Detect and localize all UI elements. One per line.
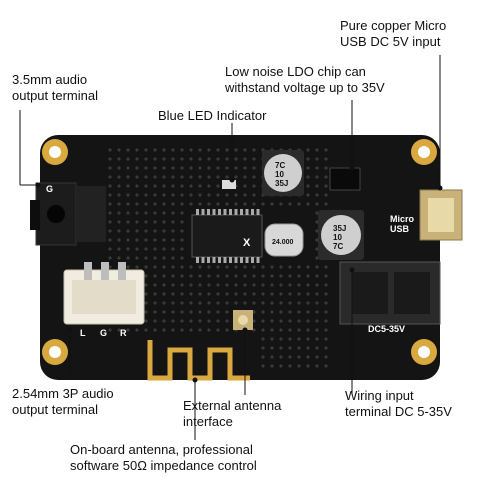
crystal-oscillator <box>264 223 304 257</box>
micro-usb-port <box>419 189 463 241</box>
ldo-chip <box>329 167 361 191</box>
crystal-label: 24.000 <box>272 239 294 246</box>
callout-blue-led: Blue LED Indicator <box>158 108 267 123</box>
onboard-antenna-trace <box>147 340 250 381</box>
capacitor-bottom <box>318 210 364 260</box>
mounting-pads <box>42 139 437 365</box>
silk-dc-label: DC5-35V <box>368 324 405 334</box>
silk-side-g: G <box>46 184 53 194</box>
audio-jack-3-5mm <box>30 182 106 246</box>
blue-led <box>222 180 236 189</box>
silk-pin-g: G <box>100 328 107 338</box>
dc-input-terminal <box>339 261 441 325</box>
via-grid <box>108 148 328 368</box>
connector-2-54mm-3p <box>63 262 145 325</box>
external-antenna-connector <box>233 310 253 330</box>
capacitor-top <box>262 150 304 196</box>
leader-lines <box>19 55 441 440</box>
ic-mark: X <box>243 237 251 249</box>
silk-pin-l: L <box>80 328 86 338</box>
silk-pin-r: R <box>120 328 127 338</box>
main-ic <box>191 209 263 263</box>
leader-dots <box>35 165 443 383</box>
